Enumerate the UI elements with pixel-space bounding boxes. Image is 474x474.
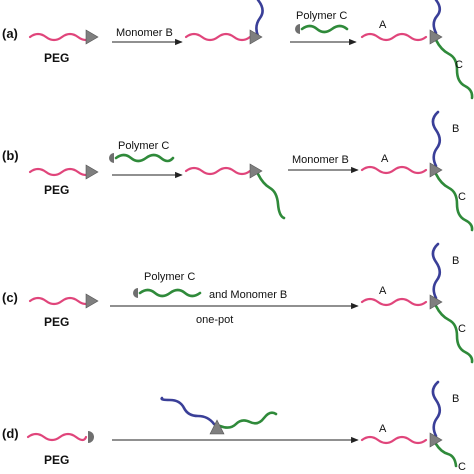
reagent-label-2: and Monomer B <box>209 289 287 301</box>
end-cap <box>109 153 114 163</box>
polymer-c-reagent <box>109 153 175 163</box>
segment-b-label: B <box>452 255 459 267</box>
junction-triangle <box>249 29 263 45</box>
panel-d: (d) PEG A B C <box>2 380 466 473</box>
panel-c: (c) PEG Polymer C and Monomer B one-pot … <box>2 242 474 364</box>
reagent-label: Polymer C <box>144 271 195 283</box>
initiator-triangle <box>85 293 99 309</box>
panel-b: (b) PEG Polymer C Monomer B A B C <box>2 110 474 232</box>
peg-chain <box>184 32 252 42</box>
junction-triangle <box>249 163 263 179</box>
panel-label: (d) <box>2 426 19 441</box>
block-c-chain <box>218 411 278 429</box>
peg-label: PEG <box>44 183 69 197</box>
junction-triangle <box>209 419 225 435</box>
block-c-chain <box>434 442 458 468</box>
peg-chain <box>28 296 96 306</box>
reagent-label: Polymer C <box>296 10 347 22</box>
block-c-chain <box>114 153 175 163</box>
panel-label: (a) <box>2 26 18 41</box>
block-c-chain <box>434 38 474 100</box>
reagent-label: Monomer B <box>116 27 173 39</box>
segment-c-label: C <box>455 59 463 71</box>
panel-label: (b) <box>2 148 19 163</box>
segment-b-label: B <box>452 393 459 405</box>
initiator-triangle <box>85 164 99 180</box>
block-b-chain <box>431 380 442 438</box>
segment-a-label: A <box>379 19 387 31</box>
block-c-chain <box>256 172 286 220</box>
junction-triangle <box>429 294 443 310</box>
junction-triangle <box>429 162 443 178</box>
end-cap <box>133 288 138 298</box>
initiator-triangle <box>85 29 99 45</box>
segment-c-label: C <box>458 461 466 473</box>
block-b-chain <box>431 110 442 168</box>
segment-c-label: C <box>458 191 466 203</box>
polymer-c-reagent <box>295 24 349 34</box>
peg-label: PEG <box>44 453 69 467</box>
block-b-chain <box>255 0 264 38</box>
panel-label: (c) <box>2 290 18 305</box>
panel-a: (a) PEG Monomer B Polymer C A C <box>2 0 474 100</box>
peg-label: PEG <box>44 315 69 329</box>
segment-a-label: A <box>379 423 387 435</box>
end-cap <box>295 24 300 34</box>
reagent-label: Polymer C <box>118 140 169 152</box>
peg-chain <box>360 32 428 42</box>
segment-b-label: B <box>452 123 459 135</box>
junction-triangle <box>429 29 443 45</box>
polymer-c-reagent <box>133 288 202 298</box>
peg-chain <box>360 165 428 175</box>
junction-triangle <box>429 432 443 448</box>
block-c-chain <box>300 24 349 34</box>
block-b-chain <box>431 242 442 300</box>
bc-diblock-reagent <box>160 396 278 435</box>
peg-label: PEG <box>44 51 69 65</box>
end-cap <box>88 431 94 443</box>
peg-chain <box>184 166 252 176</box>
block-c-chain <box>434 304 474 364</box>
block-b-chain <box>432 0 442 35</box>
peg-chain <box>26 432 88 442</box>
block-b-chain <box>160 396 216 426</box>
condition-label: one-pot <box>196 314 233 326</box>
reagent-label: Monomer B <box>292 154 349 166</box>
peg-chain <box>28 32 96 42</box>
block-c-chain <box>138 288 202 298</box>
peg-chain <box>28 167 96 177</box>
peg-chain <box>360 435 428 445</box>
segment-c-label: C <box>458 323 466 335</box>
segment-a-label: A <box>381 153 389 165</box>
peg-chain <box>360 297 428 307</box>
segment-a-label: A <box>379 285 387 297</box>
block-c-chain <box>434 172 474 232</box>
